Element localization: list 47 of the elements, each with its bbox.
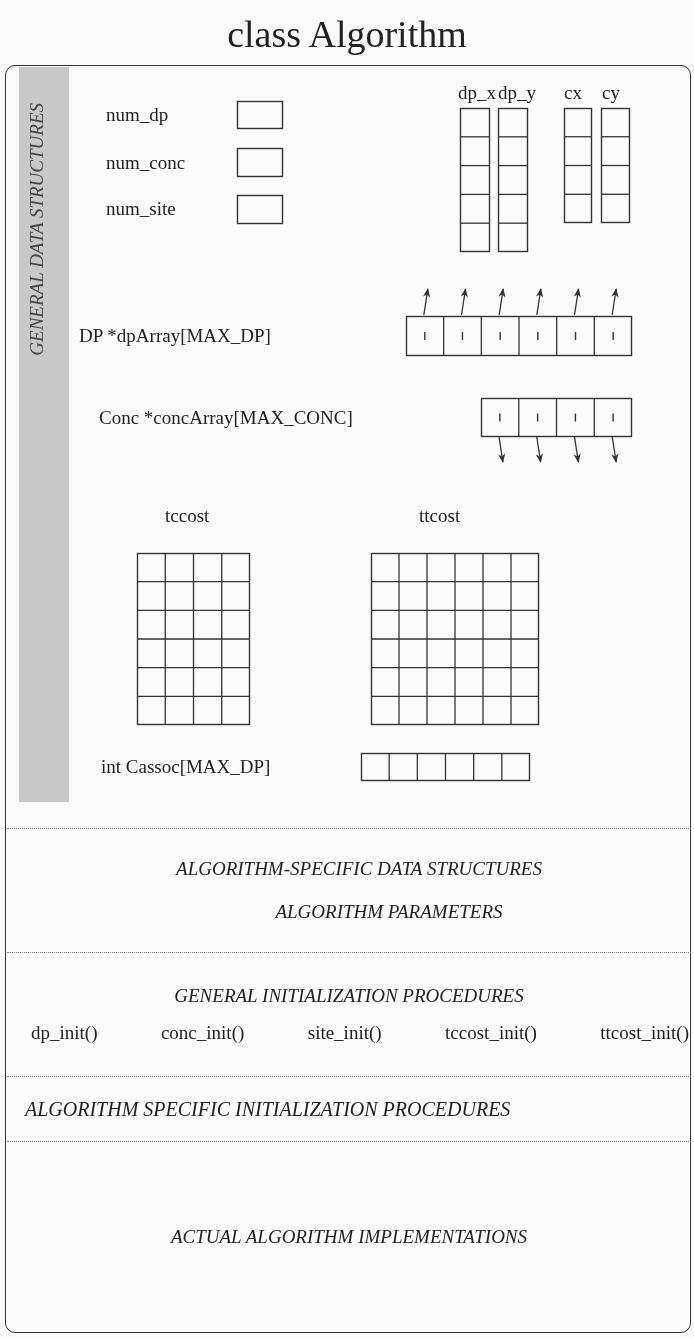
section-heading: GENERAL DATA STRUCTURES [27,103,48,356]
pointer-array [406,316,632,356]
memory-cell-array [237,148,283,177]
pointer-arrow [611,288,619,316]
variable-label: int Cassoc[MAX_DP] [101,757,271,778]
procedure-name: tccost_init() [445,1022,537,1044]
pointer-arrow [573,288,581,316]
procedure-name: dp_init() [31,1022,98,1044]
variable-label: dp_x [458,83,496,104]
pointer-array [481,398,632,437]
pointer-arrow [536,288,544,316]
memory-cell-array [601,108,630,223]
section-heading: GENERAL INITIALIZATION PROCEDURES [174,985,524,1007]
section-heading: ALGORITHM SPECIFIC INITIALIZATION PROCEDURES [25,1098,511,1120]
pointer-arrow [498,435,506,463]
section-heading: ALGORITHM PARAMETERS [275,901,503,923]
variable-label: num_site [106,199,176,220]
pointer-arrow [573,435,581,463]
memory-cell-array [371,553,539,725]
pointer-arrow [460,288,468,316]
section-heading: ACTUAL ALGORITHM IMPLEMENTATIONS [170,1227,528,1248]
memory-cell-array [137,553,250,725]
procedure-name: ttcost_init() [600,1022,689,1044]
memory-cell-array [237,101,283,129]
memory-cell-array [361,753,530,781]
pointer-arrow [498,288,506,316]
memory-cell-array [498,108,528,252]
pointer-arrow [611,435,619,463]
procedure-name: site_init() [307,1022,382,1044]
variable-label: tccost [165,506,210,527]
diagram-title: class Algorithm [226,14,468,56]
variable-label: num_dp [106,105,169,126]
class-frame [5,65,691,1333]
procedure-name: conc_init() [160,1022,245,1044]
section-heading: ALGORITHM-SPECIFIC DATA STRUCTURES [176,858,542,880]
pointer-arrow [423,288,431,316]
pointer-arrow [535,435,543,463]
variable-label: DP *dpArray[MAX_DP] [79,326,271,347]
memory-cell-array [564,108,592,223]
memory-cell-array [237,195,283,224]
variable-label: dp_y [498,83,536,104]
variable-label: num_conc [106,153,186,174]
variable-label: cy [602,83,620,104]
variable-label: cx [564,83,582,104]
variable-label: ttcost [419,506,461,527]
memory-cell-array [460,108,490,252]
variable-label: Conc *concArray[MAX_CONC] [99,408,353,429]
